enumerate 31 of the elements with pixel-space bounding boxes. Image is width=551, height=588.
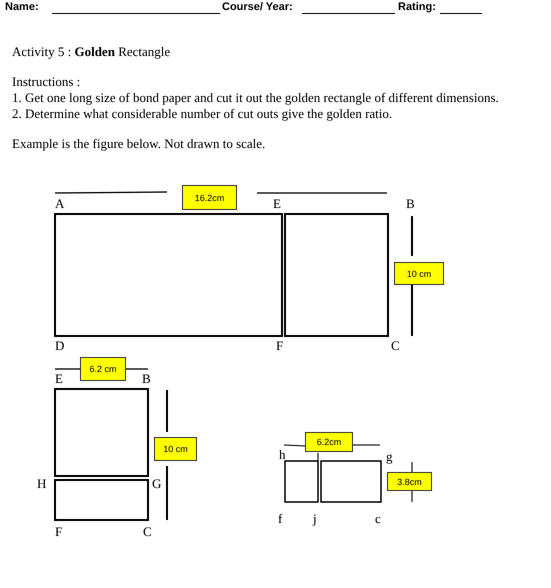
vertex-label: h [279,447,286,463]
instruction-text: 1. Get one long size of bond paper and cut it out the golden rectangle of different dimensions. [12,90,499,106]
vertex-label: C [391,338,400,354]
vertex-label: F [276,338,284,354]
vertex-label: E [273,196,281,212]
dimension-label: 16.2cm [182,185,237,210]
note-text: Example is the figure below. Not drawn to scale. [12,136,266,152]
vertex-label: B [406,196,415,212]
instructions-heading: Instructions : [12,74,80,90]
instruction-text: 2. Determine what considerable number of cut outs give the golden ratio. [12,106,392,122]
vertex-label: f [278,511,282,527]
vertex-label: g [386,449,392,465]
vertex-label: A [55,196,64,212]
activity-title: Activity 5 : Golden Rectangle [12,44,170,60]
vertex-label: D [55,338,64,354]
vertex-label: F [55,524,62,540]
vertex-label: C [143,524,152,540]
dimension-label: 6.2cm [305,432,353,452]
field-label: Name: [5,1,39,13]
field-label: Course/ Year: [222,1,293,13]
dimension-label: 3.8cm [387,472,432,491]
vertex-label: E [55,371,63,387]
vertex-label: c [375,511,381,527]
dimension-label: 6.2 cm [80,357,126,381]
vertex-label: B [142,371,151,387]
dimension-label: 10 cm [154,437,197,461]
vertex-label: G [152,476,162,492]
field-label: Rating: [398,1,436,13]
vertex-label: H [37,476,46,492]
vertex-label: j [313,511,317,527]
dimension-label: 10 cm [394,262,444,285]
